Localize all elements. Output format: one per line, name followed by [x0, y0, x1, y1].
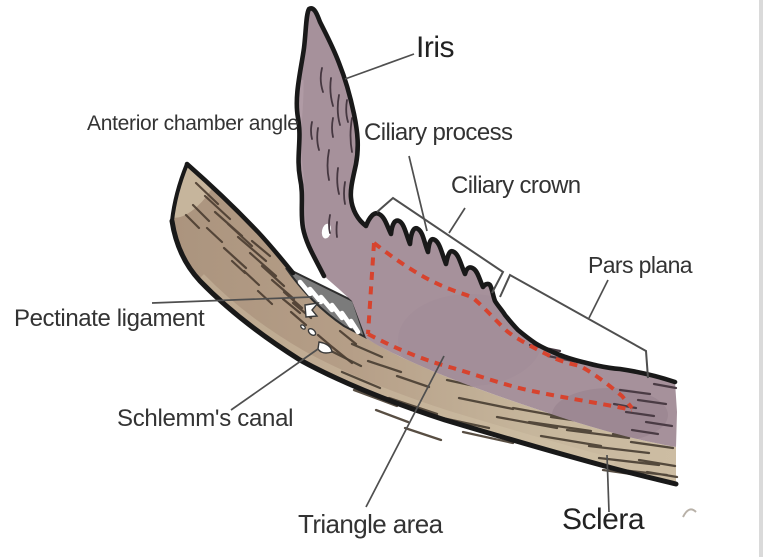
label-iris: Iris	[416, 31, 455, 64]
pen-stroke-artifact	[682, 508, 697, 518]
label-schlemms-canal: Schlemm's canal	[117, 405, 294, 432]
ciliary-crown-bracket	[376, 196, 505, 294]
label-pars-plana: Pars plana	[588, 252, 693, 278]
pectinate-ligament-region	[285, 267, 367, 340]
ciliary-crown-leader-line	[448, 207, 466, 234]
triangle-area-leader-line	[365, 355, 445, 508]
label-sclera: Sclera	[562, 503, 645, 536]
right-border	[759, 0, 763, 557]
pectinate-ligament-leader-line	[151, 296, 313, 304]
schlemms-canal-openings	[300, 302, 333, 354]
sclera-hatching-left	[184, 181, 358, 365]
annotation-lines	[151, 53, 649, 513]
pectinate-white-streaks	[297, 279, 361, 335]
schlemms-canal-leader-line	[230, 348, 319, 411]
label-ciliary-crown: Ciliary crown	[451, 172, 581, 199]
pars-plana-leader-line	[588, 279, 609, 319]
iris-texture-lines	[310, 67, 353, 238]
label-anterior-chamber-angle: Anterior chamber angle	[87, 112, 299, 135]
triangle-area-dashed-outline	[366, 241, 634, 412]
tissue-outlines	[169, 6, 679, 487]
label-ciliary-process: Ciliary process	[364, 119, 513, 146]
label-triangle-area: Triangle area	[298, 509, 443, 539]
pars-plana-bracket	[499, 273, 649, 379]
label-pectinate-ligament: Pectinate ligament	[14, 305, 205, 332]
iris-leader-line	[344, 53, 415, 80]
sclera-leader-line	[606, 454, 610, 513]
